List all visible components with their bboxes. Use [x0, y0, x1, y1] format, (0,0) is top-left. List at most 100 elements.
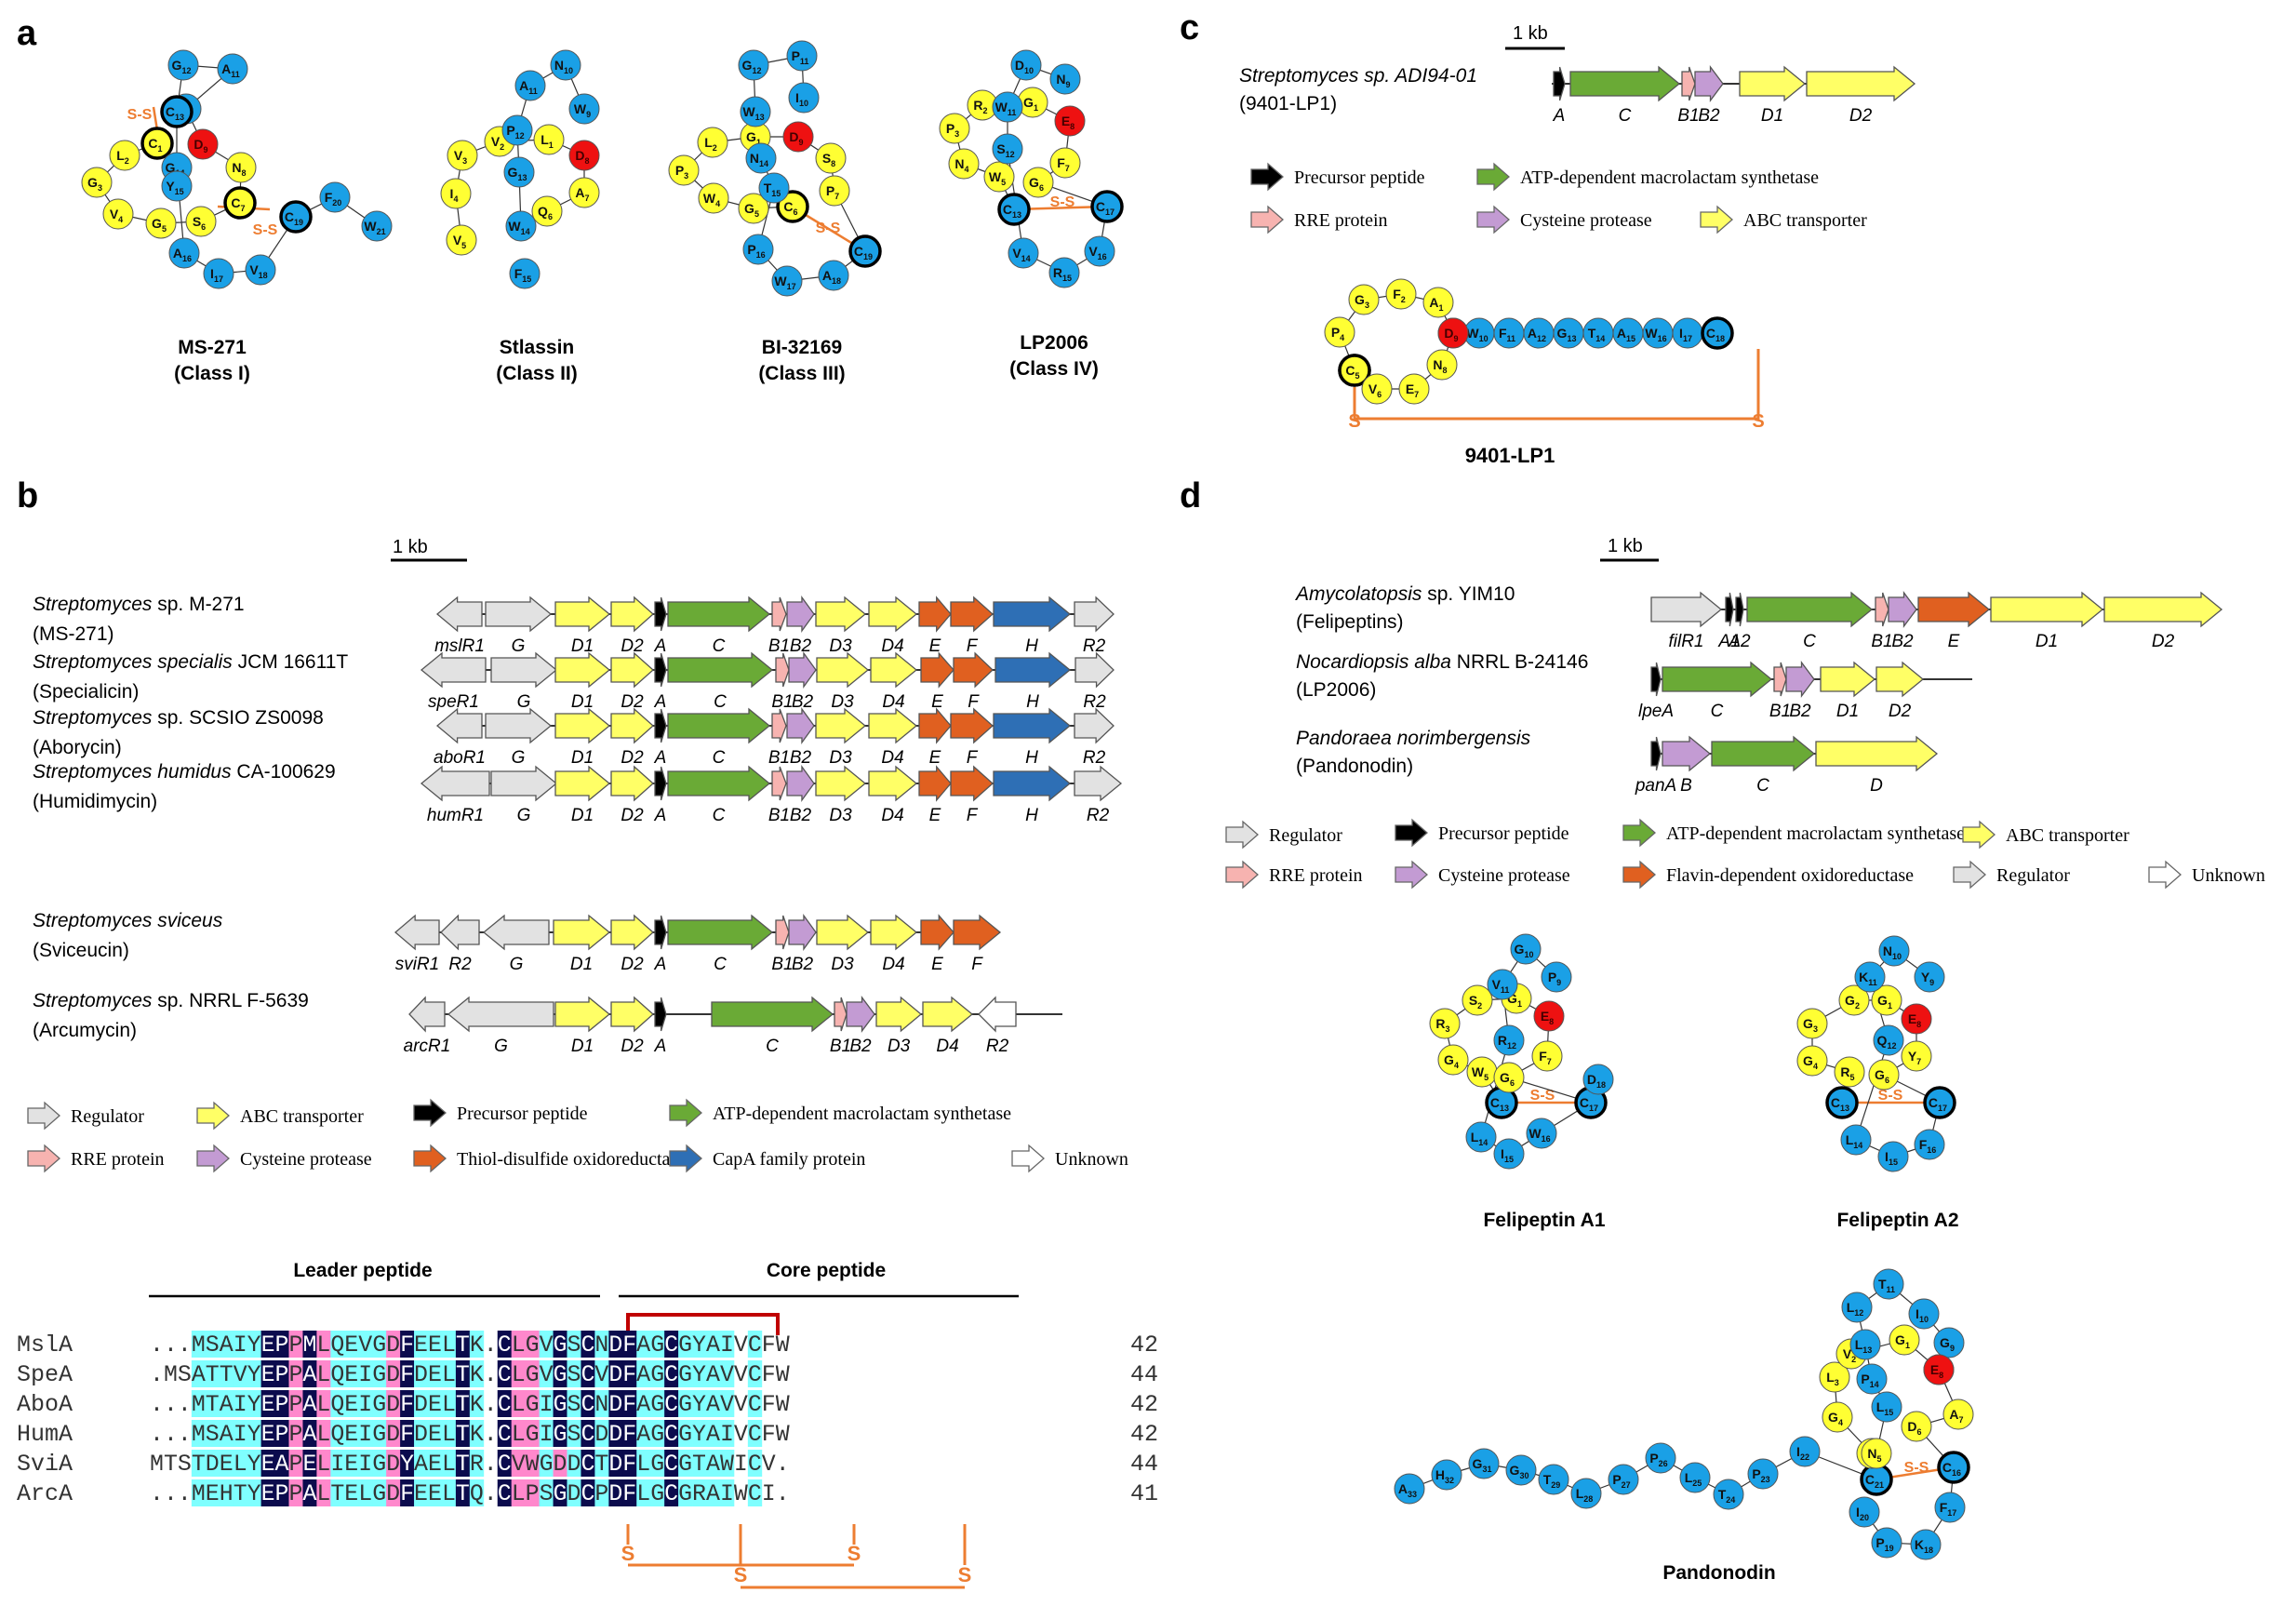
gene-arrow	[816, 651, 870, 689]
residue-char: L	[442, 1361, 456, 1388]
alignment-cell	[247, 1420, 261, 1447]
residue-char: A	[706, 1391, 720, 1418]
residue-letter: N5	[1867, 1446, 1881, 1464]
alignment-cell	[358, 1479, 373, 1506]
gene-arrow	[786, 706, 815, 745]
alignment-cell	[219, 1360, 234, 1387]
legend-swatch	[1225, 820, 1259, 850]
legend-swatch	[27, 1101, 60, 1131]
residue-code: F	[1057, 155, 1065, 170]
residue-circle	[788, 82, 820, 114]
residue-char: C	[664, 1421, 678, 1448]
gene-arrow	[1711, 735, 1816, 772]
residue-circle	[447, 140, 478, 171]
product-name: (MS-271)	[33, 623, 114, 645]
residue-code: R	[973, 98, 982, 113]
residue-circle	[1825, 1086, 1859, 1119]
alignment-cell	[706, 1450, 721, 1477]
residue-code: A	[575, 185, 584, 200]
9401lp1-thioether: S S	[1348, 349, 1765, 432]
residue-index: 1	[756, 138, 761, 147]
residue-code: N	[1056, 72, 1065, 87]
alignment-cell	[358, 1420, 373, 1447]
residue: A11	[217, 53, 248, 85]
gene-arrow	[870, 651, 918, 689]
residue-char: T	[330, 1480, 344, 1507]
gene-label: B2	[792, 692, 814, 712]
residue-char: C	[498, 1332, 512, 1358]
residue-index: 18	[832, 276, 841, 286]
gene-arrow	[920, 651, 954, 689]
alignment-row-name: SpeA	[17, 1361, 73, 1388]
alignment-cell	[747, 1479, 763, 1506]
residue-circle	[140, 127, 174, 160]
residue-letter: V3	[454, 148, 467, 166]
residue-circle	[698, 182, 729, 214]
residue-circle	[279, 200, 313, 234]
organism-strain: CA-100629	[232, 761, 336, 783]
residue-char: S	[540, 1480, 554, 1507]
legend-label: Unknown	[2192, 865, 2265, 886]
organism-name: Streptomyces sp. SCSIO ZS0098	[33, 707, 324, 729]
residue-circle	[1437, 317, 1469, 349]
residue-char: C	[664, 1361, 678, 1388]
alignment-cell	[205, 1331, 220, 1358]
residue-letter: P3	[946, 121, 959, 139]
panel-label-a: a	[17, 14, 37, 53]
residue-char: .	[484, 1421, 498, 1448]
residue: L1	[533, 124, 565, 155]
residue-index: 17	[1589, 1104, 1598, 1113]
gene-arrow	[1746, 591, 1874, 628]
alignment-cell	[386, 1390, 401, 1417]
alignment-cell	[636, 1420, 651, 1447]
residue-char: .	[150, 1361, 164, 1388]
gene-arrow	[1569, 65, 1681, 102]
gene-label: C	[713, 806, 726, 825]
residue-index: 15	[1884, 1408, 1893, 1417]
alignment-cell	[525, 1479, 540, 1506]
residue-char: Y	[400, 1451, 414, 1478]
product-name: (9401-LP1)	[1239, 93, 1337, 114]
residue-letter: C16	[1942, 1460, 1961, 1478]
residue-index: 33	[1408, 1490, 1417, 1499]
residue-char: I	[720, 1332, 734, 1358]
residue-circle	[1679, 1462, 1711, 1493]
residue-char: .	[150, 1391, 164, 1418]
residue-index: 7	[1959, 1415, 1964, 1425]
residue: G1	[1017, 87, 1048, 118]
residue: R2	[967, 89, 998, 121]
residue-letter: P16	[747, 242, 765, 260]
gene-arrow	[846, 996, 875, 1033]
residue-index: 19	[863, 252, 873, 261]
residue-index: 5	[1484, 1073, 1488, 1082]
residue-circle	[992, 133, 1023, 165]
residue-char: T	[456, 1391, 470, 1418]
alignment-cell	[455, 1420, 471, 1447]
residue-char: F	[400, 1421, 414, 1448]
alignment-cell	[191, 1450, 207, 1477]
alignment-cell	[567, 1450, 581, 1477]
gene-label: B2	[1891, 632, 1914, 651]
residue: V18	[245, 254, 276, 286]
residue-circle	[1010, 49, 1042, 81]
residue-char: P	[526, 1480, 540, 1507]
residue: N14	[745, 142, 777, 174]
legend-swatch	[1395, 860, 1428, 890]
gene-label: D1	[571, 1037, 594, 1056]
gene-arrow	[875, 996, 923, 1033]
residue: G1	[1889, 1324, 1920, 1356]
residue-circle	[1462, 984, 1493, 1016]
residue: F7	[1049, 147, 1081, 179]
legend-swatch	[1962, 820, 1996, 850]
peptide-class-stlassin: (Class II)	[496, 363, 578, 384]
residue-char: Y	[247, 1361, 261, 1388]
alignment-cell	[664, 1450, 679, 1477]
residue-code: T	[764, 181, 772, 195]
residue-index: 8	[242, 168, 247, 178]
gene-label: D4	[881, 806, 903, 825]
alignment-cell	[719, 1420, 735, 1447]
gene-label: humR1	[427, 806, 484, 825]
gene-label: H	[1025, 636, 1038, 656]
residue-index: 22	[1800, 1452, 1809, 1462]
